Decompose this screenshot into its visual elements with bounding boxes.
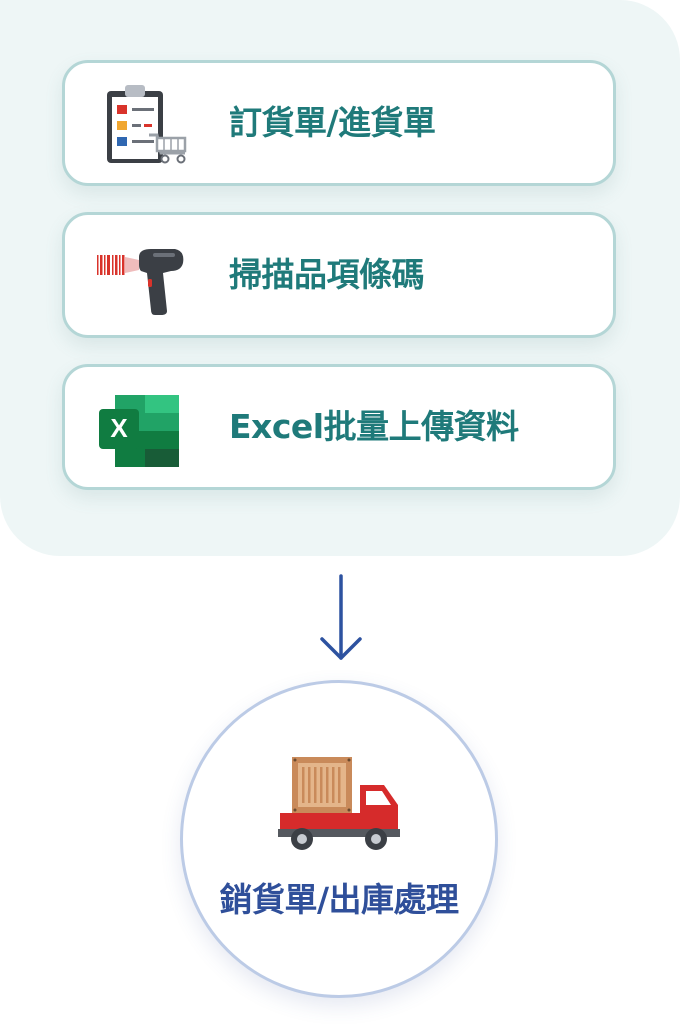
source-label: Excel批量上傳資料 [229, 407, 519, 446]
input-methods-panel: 訂貨單/進貨單 掃描品項條碼 X E [0, 0, 680, 556]
source-label: 掃描品項條碼 [229, 255, 425, 294]
delivery-truck-icon [278, 757, 400, 850]
excel-icon: X [99, 395, 179, 467]
flow-arrow-down-icon [320, 574, 362, 660]
source-label: 訂貨單/進貨單 [229, 103, 436, 142]
source-card-barcode-scan: 掃描品項條碼 [62, 212, 616, 338]
barcode-scanner-icon [97, 249, 184, 315]
excel-letter: X [110, 413, 128, 443]
result-sales-outbound: 銷貨單/出庫處理 [180, 680, 498, 998]
source-card-excel-upload: X Excel批量上傳資料 [62, 364, 616, 490]
clipboard-cart-icon [107, 85, 187, 164]
result-label: 銷貨單/出庫處理 [219, 880, 459, 919]
source-card-order-form: 訂貨單/進貨單 [62, 60, 616, 186]
